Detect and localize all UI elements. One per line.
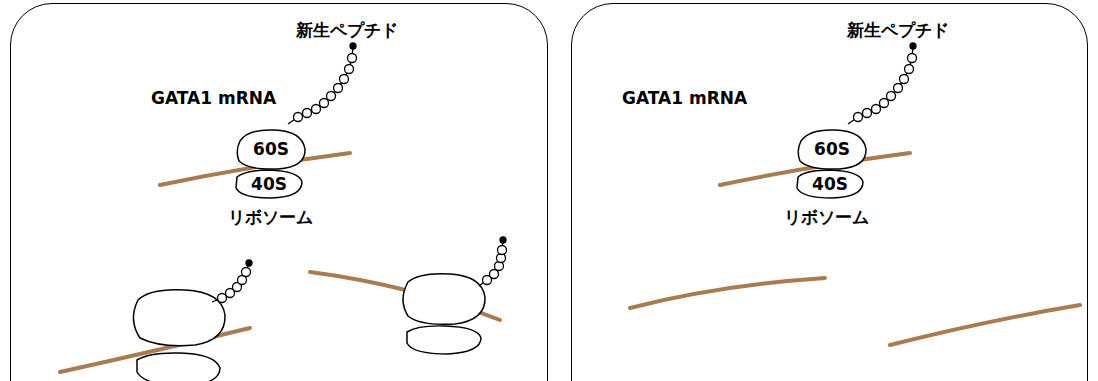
ribosome-small-subunit: 40S bbox=[233, 168, 305, 200]
ribosome-60s bbox=[403, 274, 485, 325]
subunit-label: 60S bbox=[795, 127, 869, 171]
mrna-strand bbox=[630, 278, 825, 308]
ribosome-large-subunit: 60S bbox=[234, 127, 308, 171]
panel-label: GATA1 mRNA bbox=[151, 88, 276, 108]
mrna-strand bbox=[890, 305, 1080, 345]
subunit-label: 40S bbox=[794, 168, 866, 200]
panel-label: 新生ペプチド bbox=[296, 20, 398, 40]
panel-label: リボソーム bbox=[784, 207, 869, 227]
panel-label: GATA1 mRNA bbox=[622, 88, 747, 108]
ribosome-large-subunit: 60S bbox=[795, 127, 869, 171]
ribosome-small-subunit: 40S bbox=[794, 168, 866, 200]
subunit-label: 60S bbox=[234, 127, 308, 171]
subunit-label: 40S bbox=[233, 168, 305, 200]
panel: 新生ペプチド GATA1 mRNA リボソーム 60S40S bbox=[10, 3, 548, 381]
ribosome-40s bbox=[137, 353, 220, 381]
panel: 新生ペプチド GATA1 mRNA リボソーム 60S40S bbox=[571, 3, 1088, 381]
ribosome-40s bbox=[407, 326, 481, 354]
panel-label: 新生ペプチド bbox=[847, 20, 949, 40]
ribosome-60s bbox=[133, 290, 225, 346]
panel-label: リボソーム bbox=[228, 207, 313, 227]
